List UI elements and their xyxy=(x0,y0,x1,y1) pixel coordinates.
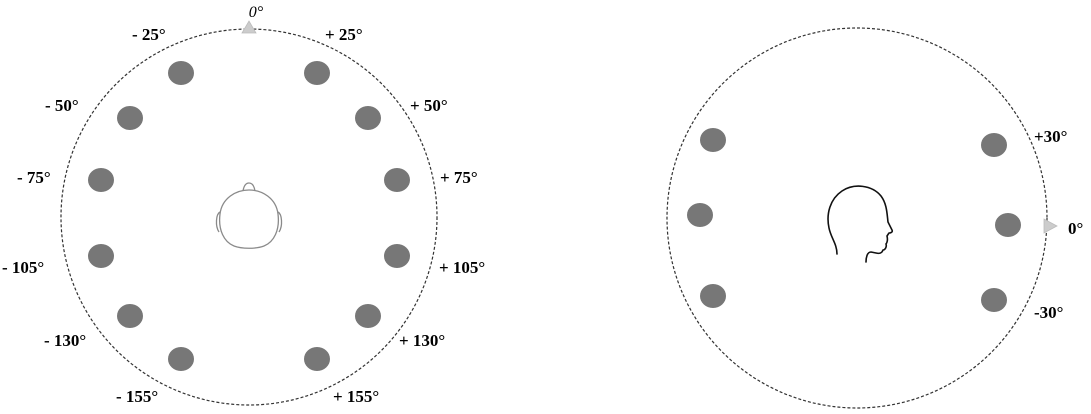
right-panel: +30° 0° -30° xyxy=(666,27,1083,409)
speaker-p75 xyxy=(384,168,410,192)
label-m50: - 50° xyxy=(45,96,79,115)
speaker-p155 xyxy=(304,347,330,371)
speaker-m50 xyxy=(117,106,143,130)
label-p50: + 50° xyxy=(410,96,448,115)
label-m25: - 25° xyxy=(132,25,166,44)
speaker-m30 xyxy=(981,288,1007,312)
speaker-p130 xyxy=(355,304,381,328)
label-zero: 0° xyxy=(1068,219,1083,238)
speaker-left-bottom xyxy=(700,284,726,308)
left-panel: 0° - 25° + 25° - 50° + 50° - 75° + 75° -… xyxy=(2,4,485,406)
label-p30: +30° xyxy=(1034,127,1068,146)
label-m30: -30° xyxy=(1034,303,1063,322)
label-m155: - 155° xyxy=(116,387,158,406)
speaker-left-top xyxy=(700,128,726,152)
left-speaker-ring xyxy=(60,28,438,406)
left-speakers xyxy=(88,61,410,371)
label-p155: + 155° xyxy=(333,387,379,406)
speaker-p50 xyxy=(355,106,381,130)
speaker-p30 xyxy=(981,133,1007,157)
label-m105: - 105° xyxy=(2,258,44,277)
head-top-view-icon xyxy=(215,182,283,249)
label-p105: + 105° xyxy=(439,258,485,277)
speaker-p105 xyxy=(384,244,410,268)
head-profile-icon xyxy=(827,185,894,263)
speaker-m75 xyxy=(88,168,114,192)
speaker-m155 xyxy=(168,347,194,371)
speaker-m25 xyxy=(168,61,194,85)
label-p75: + 75° xyxy=(440,168,478,187)
right-speakers xyxy=(687,128,1021,312)
speaker-m130 xyxy=(117,304,143,328)
label-m130: - 130° xyxy=(44,331,86,350)
left-front-marker xyxy=(241,20,257,34)
speaker-left-mid xyxy=(687,203,713,227)
left-label-0: 0° xyxy=(249,4,264,21)
label-p25: + 25° xyxy=(325,25,363,44)
speaker-p25 xyxy=(304,61,330,85)
speaker-m105 xyxy=(88,244,114,268)
right-front-marker xyxy=(1043,218,1058,234)
label-m75: - 75° xyxy=(17,168,51,187)
speaker-0 xyxy=(995,213,1021,237)
label-p130: + 130° xyxy=(399,331,445,350)
right-speaker-ring xyxy=(666,27,1048,409)
